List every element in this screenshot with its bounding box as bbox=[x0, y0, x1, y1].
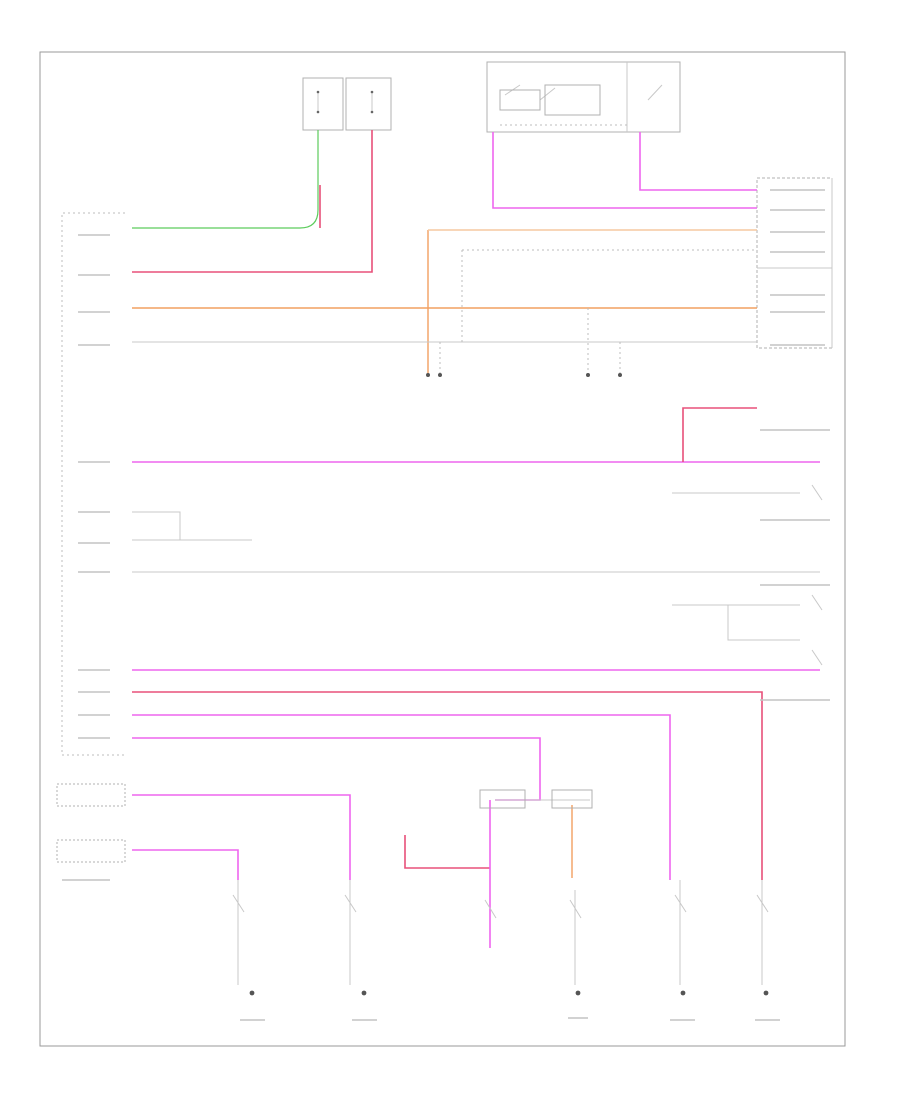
left-module-box bbox=[61, 212, 125, 756]
wires bbox=[132, 130, 820, 985]
ground-1 bbox=[426, 373, 430, 377]
fuse-group bbox=[302, 77, 392, 131]
right-module-box bbox=[756, 177, 833, 349]
ground-8 bbox=[680, 990, 686, 996]
ground-symbols bbox=[249, 373, 769, 996]
connectors bbox=[56, 783, 593, 863]
ground-4 bbox=[618, 373, 622, 377]
ground-9 bbox=[763, 990, 769, 996]
ground-2 bbox=[438, 373, 442, 377]
label-marks bbox=[62, 189, 830, 1021]
ground-7 bbox=[575, 990, 581, 996]
switch-contacts bbox=[232, 484, 823, 919]
ground-5 bbox=[249, 990, 255, 996]
ground-6 bbox=[361, 990, 367, 996]
relay-switch-box bbox=[486, 61, 681, 133]
ground-3 bbox=[586, 373, 590, 377]
diagram-border bbox=[39, 51, 846, 1047]
